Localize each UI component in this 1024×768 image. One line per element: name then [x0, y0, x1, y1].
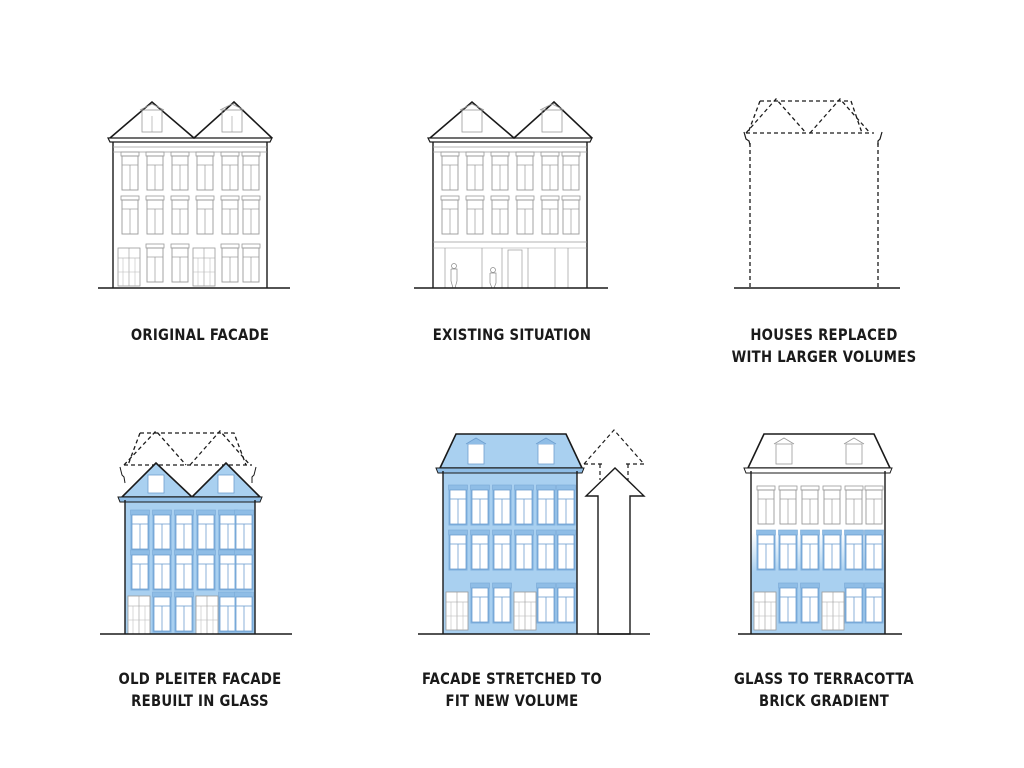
gradient-facade-drawing — [738, 433, 902, 635]
caption-line: HOUSES REPLACED — [750, 325, 898, 344]
caption-line: ORIGINAL FACADE — [130, 325, 270, 344]
person-icon — [450, 263, 458, 289]
caption-gradient-facade: GLASS TO TERRACOTTA BRICK GRADIENT — [686, 668, 962, 712]
caption-line: FIT NEW VOLUME — [445, 691, 579, 710]
caption-original-facade: ORIGINAL FACADE — [62, 324, 338, 346]
glass-facade-drawing — [100, 430, 292, 635]
caption-line: REBUILT IN GLASS — [131, 691, 269, 710]
caption-line: WITH LARGER VOLUMES — [731, 347, 917, 366]
stretched-facade-drawing — [418, 429, 650, 635]
caption-existing-situation: EXISTING SITUATION — [374, 324, 650, 346]
caption-line: FACADE STRETCHED TO — [421, 669, 603, 688]
caption-line: OLD PLEITER FACADE — [118, 669, 282, 688]
caption-line: BRICK GRADIENT — [758, 691, 890, 710]
original-facade-drawing — [98, 100, 290, 289]
arrow-up-icon — [584, 467, 646, 635]
caption-glass-facade: OLD PLEITER FACADE REBUILT IN GLASS — [62, 668, 338, 712]
caption-line: EXISTING SITUATION — [432, 325, 592, 344]
caption-line: GLASS TO TERRACOTTA — [734, 669, 914, 688]
existing-situation-drawing — [414, 100, 608, 289]
caption-houses-replaced: HOUSES REPLACED WITH LARGER VOLUMES — [686, 324, 962, 368]
caption-stretched-facade: FACADE STRETCHED TO FIT NEW VOLUME — [374, 668, 650, 712]
person-icon — [489, 267, 497, 289]
replaced-volumes-drawing — [734, 98, 900, 289]
